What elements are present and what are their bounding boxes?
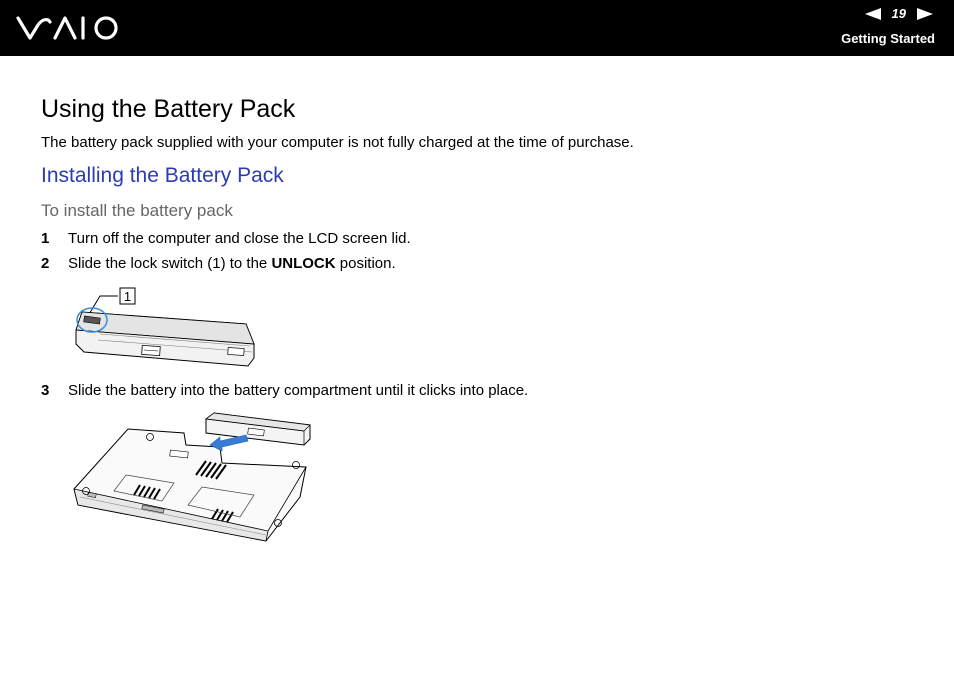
- intro-text: The battery pack supplied with your comp…: [41, 134, 634, 151]
- step-text: Slide the battery into the battery compa…: [68, 382, 529, 399]
- page-number: 19: [891, 6, 906, 21]
- section-label: Getting Started: [841, 31, 935, 46]
- step-2: 2 Slide the lock switch (1) to the UNLOC…: [41, 255, 396, 272]
- step-text: Slide the lock switch (1) to the UNLOCK …: [68, 255, 396, 272]
- callout-number: 1: [124, 289, 131, 304]
- step-number: 1: [41, 230, 50, 247]
- page-navigation: 19: [864, 7, 934, 21]
- step-text-part: Slide the lock switch (1) to the: [68, 255, 272, 272]
- lock-switch: [83, 315, 101, 325]
- section-subtitle: Installing the Battery Pack: [41, 164, 284, 187]
- battery-insertion-figure: [73, 412, 311, 542]
- page-title: Using the Battery Pack: [41, 95, 296, 123]
- step-1: 1 Turn off the computer and close the LC…: [41, 230, 411, 247]
- header-bar: 19 Getting Started: [0, 0, 954, 56]
- unlock-label: UNLOCK: [271, 255, 336, 272]
- step-text-part: position.: [335, 255, 396, 272]
- insert-direction-arrow-icon: [209, 434, 249, 452]
- callout-box: [119, 287, 136, 305]
- battery-lock-switch-figure: 1: [75, 287, 255, 367]
- next-page-arrow-icon[interactable]: [916, 7, 934, 21]
- procedure-title: To install the battery pack: [41, 201, 233, 220]
- step-3: 3 Slide the battery into the battery com…: [41, 382, 528, 399]
- previous-page-arrow-icon[interactable]: [864, 7, 882, 21]
- vaio-logo: [16, 16, 118, 40]
- lock-switch-highlight: [76, 307, 108, 333]
- step-text: Turn off the computer and close the LCD …: [68, 230, 411, 247]
- step-number: 2: [41, 255, 50, 272]
- step-number: 3: [41, 382, 50, 399]
